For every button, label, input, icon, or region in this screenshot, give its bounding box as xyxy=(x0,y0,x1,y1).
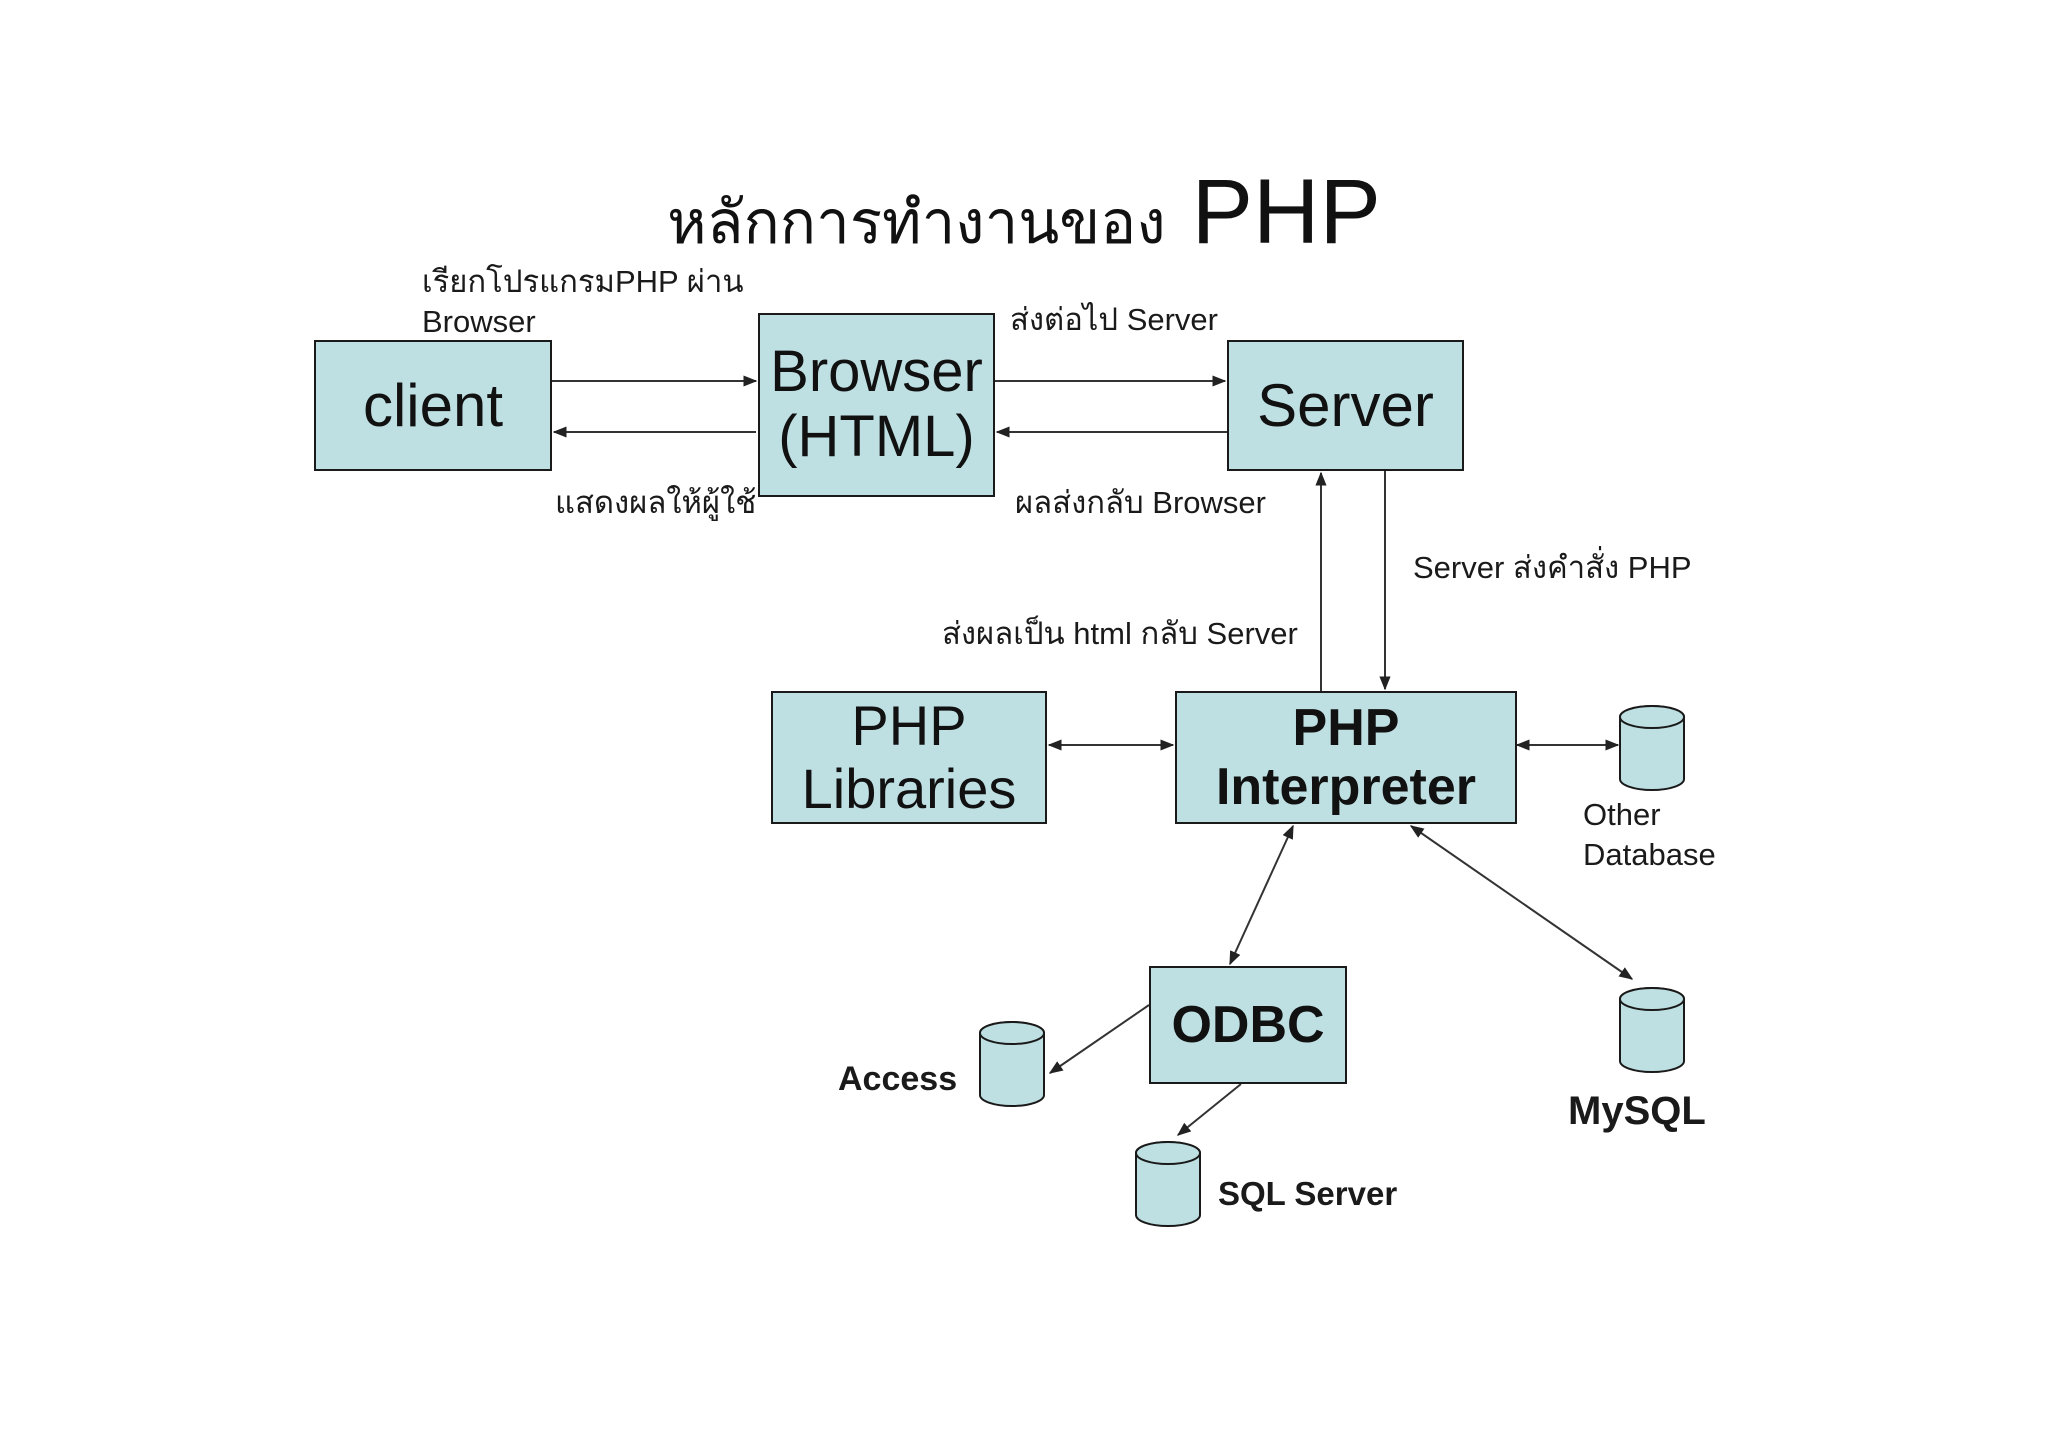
browser-label-line2: (HTML) xyxy=(778,404,975,469)
label-other-database: Other Database xyxy=(1583,795,1716,876)
label-access: Access xyxy=(838,1060,958,1098)
label-forward-server: ส่งต่อไป Server xyxy=(1010,302,1218,337)
php-libraries-box: PHP Libraries xyxy=(771,691,1047,824)
odbc-label: ODBC xyxy=(1171,995,1325,1054)
client-label: client xyxy=(362,371,504,439)
title-thai: หลักการทำงานของ xyxy=(667,188,1166,258)
label-return-html: ส่งผลเป็น html กลับ Server xyxy=(942,616,1298,651)
label-mysql: MySQL xyxy=(1568,1089,1706,1133)
label-display-user: แสดงผลให้ผู้ใช้ xyxy=(555,485,757,520)
libraries-label-line1: PHP xyxy=(851,693,967,757)
label-return-browser: ผลส่งกลับ Browser xyxy=(1015,485,1266,520)
browser-label-line1: Browser xyxy=(770,339,983,405)
server-label: Server xyxy=(1257,371,1434,439)
edge-odbc-access xyxy=(1048,1004,1150,1074)
edge-odbc-sqlserver xyxy=(1176,1083,1242,1136)
label-call-program: เรียกโปรแกรมPHP ผ่าน Browser xyxy=(422,262,744,343)
label-other-database-line1: Other xyxy=(1583,797,1661,832)
edge-interpreter-mysql xyxy=(1409,825,1634,980)
label-sql-server: SQL Server xyxy=(1218,1175,1398,1212)
access-database-icon xyxy=(979,1021,1045,1107)
odbc-box: ODBC xyxy=(1149,966,1347,1084)
edge-interpreter-odbc xyxy=(1229,824,1294,966)
sqlserver-database-icon xyxy=(1135,1141,1201,1227)
interpreter-label-line2: Interpreter xyxy=(1215,757,1477,816)
title-php: PHP xyxy=(1191,161,1381,263)
label-other-database-line2: Database xyxy=(1583,837,1716,873)
other-database-icon xyxy=(1619,705,1685,791)
php-interpreter-box: PHP Interpreter xyxy=(1175,691,1517,824)
label-server-command: Server ส่งคำสั่ง PHP xyxy=(1413,550,1692,585)
label-call-program-line1: เรียกโปรแกรมPHP ผ่าน xyxy=(422,264,744,299)
browser-box: Browser (HTML) xyxy=(758,313,995,497)
diagram-title: หลักการทำงานของ PHP xyxy=(0,160,2048,270)
mysql-database-icon xyxy=(1619,987,1685,1073)
server-box: Server xyxy=(1227,340,1464,471)
client-box: client xyxy=(314,340,552,471)
label-call-program-line2: Browser xyxy=(422,304,536,340)
libraries-label-line2: Libraries xyxy=(801,756,1017,820)
interpreter-label-line1: PHP xyxy=(1292,699,1400,758)
